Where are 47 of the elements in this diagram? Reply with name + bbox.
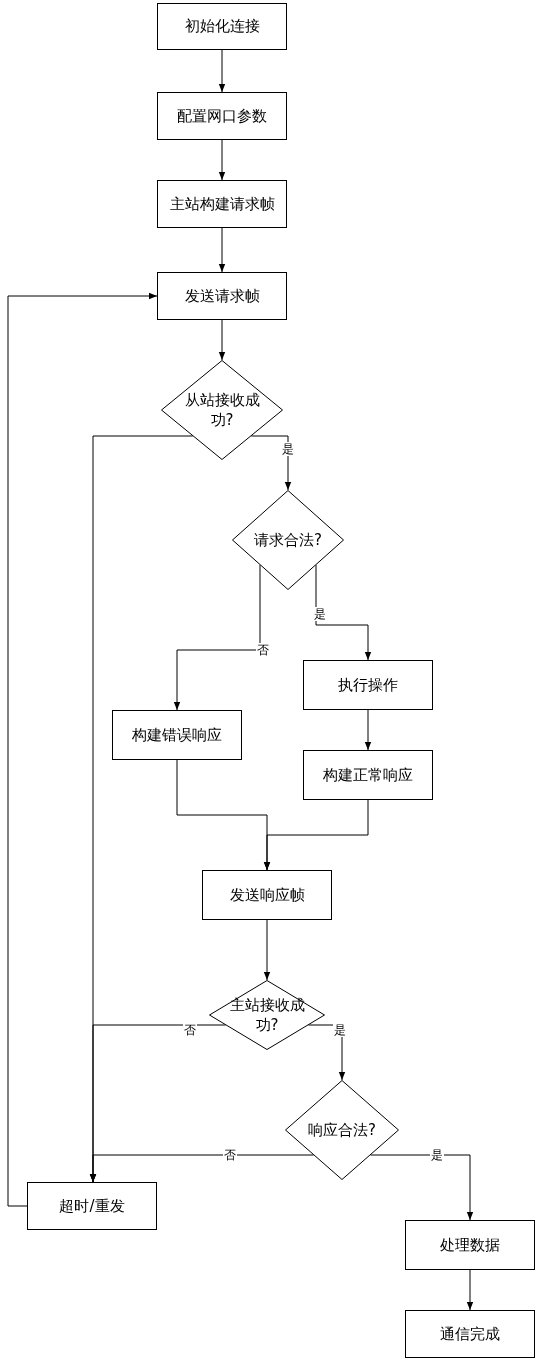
- arrow: [218, 319, 226, 361]
- arrow: [173, 564, 261, 711]
- node-label: 主站接收成功?: [228, 994, 306, 1036]
- process-box: [405, 1220, 535, 1270]
- arrow: [263, 799, 369, 871]
- arrow: [364, 709, 372, 751]
- arrow: [218, 49, 226, 93]
- process-box: [27, 1182, 157, 1230]
- node-label: 发送响应帧: [229, 884, 305, 906]
- arrow: [466, 1269, 474, 1311]
- node-label: 执行操作: [338, 674, 398, 696]
- process-box: [157, 272, 287, 320]
- process-box: [157, 180, 287, 228]
- process-box: [303, 660, 433, 710]
- process-box: [157, 92, 287, 140]
- node-label: 通信完成: [440, 1323, 500, 1345]
- arrow: [218, 227, 226, 273]
- edge-label: 是: [333, 1023, 347, 1037]
- node-label: 从站接收成功?: [183, 389, 261, 431]
- node-label: 超时/重发: [59, 1195, 125, 1217]
- node-label: 构建正常响应: [323, 764, 413, 786]
- node-label: 主站构建请求帧: [169, 193, 275, 215]
- node-label: 发送请求帧: [184, 285, 260, 307]
- arrow: [7, 292, 158, 1207]
- node-label: 处理数据: [440, 1234, 500, 1256]
- arrow: [370, 1154, 474, 1221]
- arrow: [250, 435, 292, 491]
- process-box: [405, 1310, 535, 1358]
- process-box: [303, 750, 433, 800]
- node-label: 配置网口参数: [177, 105, 267, 127]
- edge-label: 否: [183, 1023, 197, 1037]
- node-label: 初始化连接: [184, 16, 260, 37]
- edge-label: 是: [430, 1148, 444, 1162]
- arrow: [263, 919, 271, 981]
- arrow: [315, 564, 372, 661]
- node-label: 构建错误响应: [132, 724, 222, 746]
- edge-label: 否: [256, 643, 270, 657]
- node-label: 请求合法?: [254, 529, 322, 551]
- edge-label: 否: [223, 1148, 237, 1162]
- arrow: [89, 1154, 314, 1183]
- process-box: [157, 3, 287, 50]
- process-box: [202, 870, 332, 920]
- edge-label: 是: [281, 442, 295, 456]
- node-label: 响应合法?: [308, 1119, 376, 1141]
- edge-label: 是: [313, 607, 327, 621]
- arrow: [218, 139, 226, 181]
- process-box: [112, 710, 242, 760]
